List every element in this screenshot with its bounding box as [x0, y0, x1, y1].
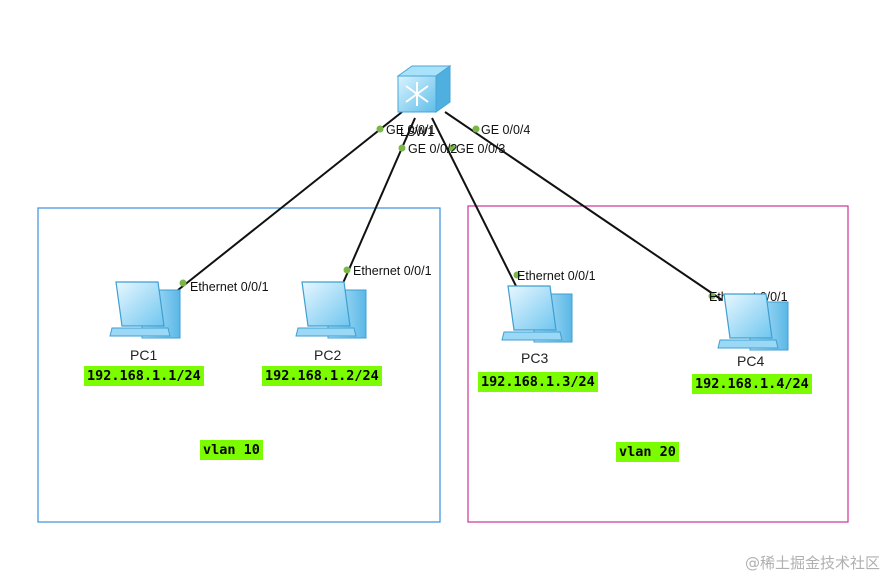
switch-name: LSW1	[400, 125, 434, 139]
link-pc4	[444, 111, 723, 301]
pc2-ip-label: 192.168.1.2/24	[262, 366, 382, 386]
pc3-ip-label: 192.168.1.3/24	[478, 372, 598, 392]
pc3-name: PC3	[521, 350, 548, 366]
link-pc1	[177, 111, 403, 291]
pc2-name: PC2	[314, 347, 341, 363]
port-ge-0-0-4: GE 0/0/4	[481, 123, 530, 137]
vlan-20-box	[467, 205, 849, 523]
switch-icon[interactable]	[396, 65, 452, 113]
link-pc3	[431, 117, 521, 295]
watermark: @稀土掘金技术社区	[744, 554, 880, 572]
pc1-port-label: Ethernet 0/0/1	[190, 280, 269, 294]
vlan-20-label: vlan 20	[616, 442, 679, 462]
pc1-ip-label: 192.168.1.1/24	[84, 366, 204, 386]
pc-port-dots	[179, 266, 716, 300]
pc1-icon[interactable]	[109, 281, 181, 339]
pc2-icon[interactable]	[295, 281, 367, 339]
pc3-icon[interactable]	[501, 285, 573, 343]
pc4-icon[interactable]	[717, 293, 789, 351]
pc4-ip-label: 192.168.1.4/24	[692, 374, 812, 394]
port-ge-0-0-1: GE 0/0/1	[386, 123, 435, 137]
port-ge-0-0-2: GE 0/0/2	[408, 142, 457, 156]
vlan-10-label: vlan 10	[200, 440, 263, 460]
switch-port-dots	[376, 125, 480, 152]
pc2-port-label: Ethernet 0/0/1	[353, 264, 432, 278]
vlan-10-box	[37, 207, 441, 523]
pc1-name: PC1	[130, 347, 157, 363]
pc4-name: PC4	[737, 353, 764, 369]
pc3-port-label: Ethernet 0/0/1	[517, 269, 596, 283]
port-ge-0-0-3: GE 0/0/3	[456, 142, 505, 156]
